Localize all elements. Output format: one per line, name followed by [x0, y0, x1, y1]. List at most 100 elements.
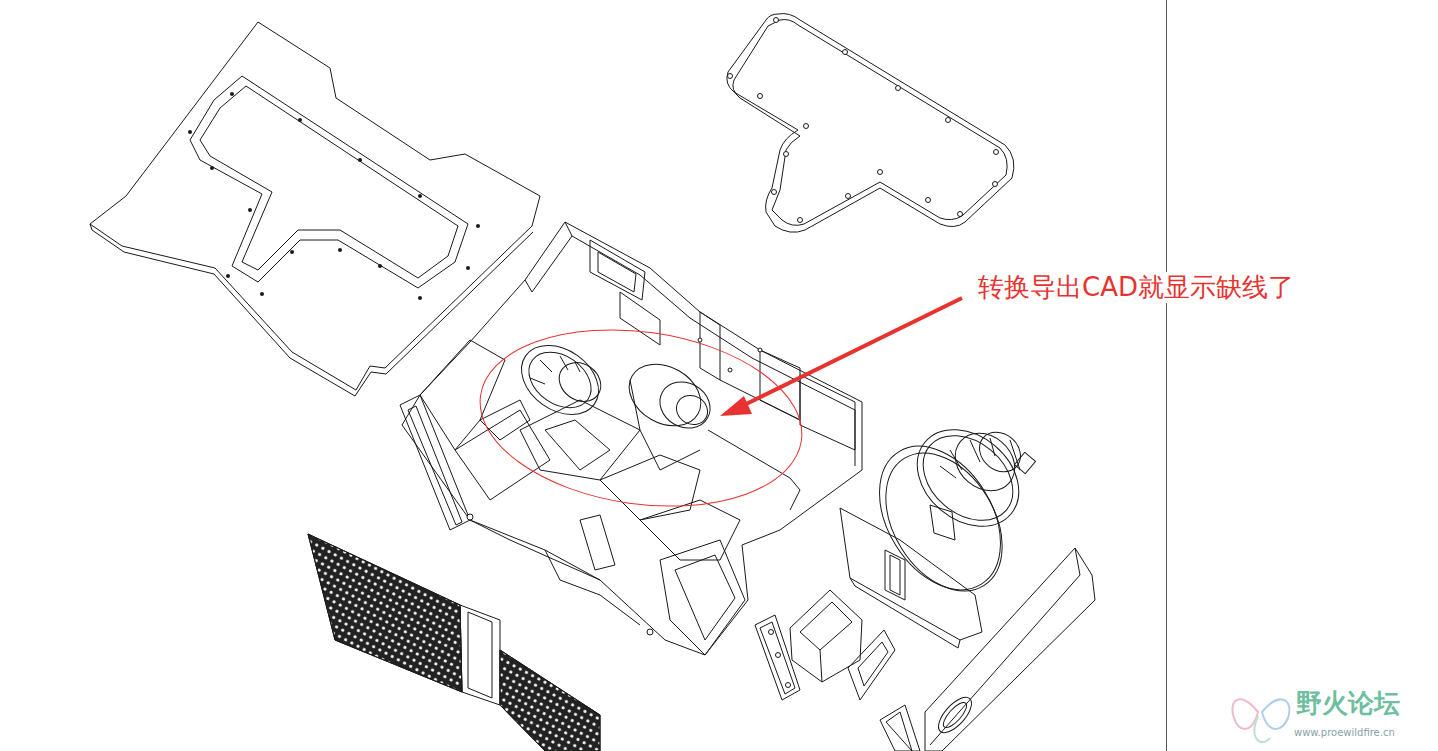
- line-art: [226, 274, 230, 278]
- line-art: [378, 264, 382, 268]
- line-art: [855, 424, 1026, 611]
- line-art: [188, 92, 480, 300]
- line-art: [878, 170, 883, 175]
- line-art: [651, 373, 718, 437]
- line-art: [930, 548, 1080, 745]
- line-art: [727, 14, 1014, 233]
- line-art: [598, 252, 636, 292]
- line-art: [620, 292, 660, 345]
- line-art: [545, 420, 610, 470]
- line-art: [552, 355, 609, 410]
- line-art: [200, 86, 458, 278]
- line-art: [460, 605, 500, 705]
- line-art: [210, 166, 214, 170]
- watermark-url: www.proewildfire.cn: [1294, 727, 1395, 739]
- line-art: [1014, 452, 1035, 473]
- line-art: [290, 250, 294, 254]
- line-art: [926, 198, 931, 203]
- line-art: [772, 190, 777, 195]
- line-art: [420, 340, 505, 450]
- line-art: [774, 18, 779, 23]
- line-art: [520, 400, 640, 480]
- line-art: [993, 182, 998, 187]
- line-art: [958, 212, 963, 217]
- line-art: [898, 410, 1038, 546]
- line-art: [933, 692, 977, 738]
- line-art: [760, 622, 795, 694]
- line-art: [468, 612, 492, 698]
- line-art: [508, 331, 611, 428]
- line-art: [946, 118, 951, 123]
- line-art: [930, 505, 955, 540]
- line-art: [728, 74, 733, 79]
- line-art: [720, 380, 800, 420]
- line-art: [886, 712, 912, 751]
- line-art: [890, 555, 900, 595]
- line-art: [880, 705, 920, 751]
- line-art: [1166, 0, 1167, 751]
- line-art: [784, 152, 789, 157]
- line-art: [728, 368, 732, 372]
- line-art: [565, 222, 855, 466]
- line-art: [738, 298, 962, 408]
- line-art: [972, 424, 1029, 480]
- line-art: [418, 296, 422, 300]
- line-art: [820, 650, 822, 682]
- line-art: [525, 236, 572, 292]
- line-art: [500, 650, 600, 751]
- line-art: [618, 352, 712, 438]
- line-art: [896, 86, 901, 91]
- line-art: [188, 130, 192, 134]
- line-art: [728, 18, 999, 223]
- line-art: [466, 266, 470, 270]
- line-art: [769, 630, 774, 635]
- line-art: [467, 514, 473, 520]
- line-art: [758, 348, 762, 352]
- line-art: [260, 292, 264, 296]
- line-art: [647, 629, 653, 635]
- line-art: [907, 418, 1030, 537]
- line-art: [518, 341, 601, 419]
- line-art: [843, 50, 848, 55]
- line-art: [298, 118, 302, 122]
- watermark: 野火论坛: [1296, 688, 1400, 719]
- line-art: [467, 338, 762, 635]
- line-art: [925, 548, 1095, 751]
- line-art: [190, 76, 468, 288]
- line-art: [469, 310, 814, 525]
- line-art: [90, 0, 1167, 751]
- line-art: [800, 602, 852, 650]
- line-art: [994, 150, 999, 155]
- line-art: [408, 406, 462, 525]
- line-art: [1232, 699, 1289, 742]
- line-art: [418, 194, 422, 198]
- line-art: [90, 22, 540, 390]
- line-art: [940, 699, 970, 731]
- line-art: [862, 432, 1026, 612]
- line-art: [698, 338, 702, 342]
- line-art: [230, 92, 234, 96]
- line-art: [776, 653, 781, 658]
- line-art: [769, 630, 791, 688]
- line-art: [755, 615, 800, 700]
- line-art: [600, 455, 700, 520]
- line-art: [1262, 699, 1289, 728]
- line-art: [790, 590, 862, 682]
- line-art: [660, 540, 745, 655]
- line-art: [358, 158, 362, 162]
- line-art: [476, 224, 480, 228]
- line-art: [720, 396, 752, 416]
- line-art: [798, 218, 803, 223]
- line-art: [800, 375, 855, 450]
- line-art: [940, 438, 1020, 478]
- line-art: [580, 515, 615, 570]
- line-art: [400, 395, 470, 530]
- line-art: [308, 534, 462, 692]
- line-art: [402, 222, 862, 655]
- line-art: [846, 194, 851, 199]
- line-art: [590, 240, 645, 300]
- line-art: [455, 410, 550, 500]
- line-art: [90, 224, 533, 396]
- line-art: [786, 683, 791, 688]
